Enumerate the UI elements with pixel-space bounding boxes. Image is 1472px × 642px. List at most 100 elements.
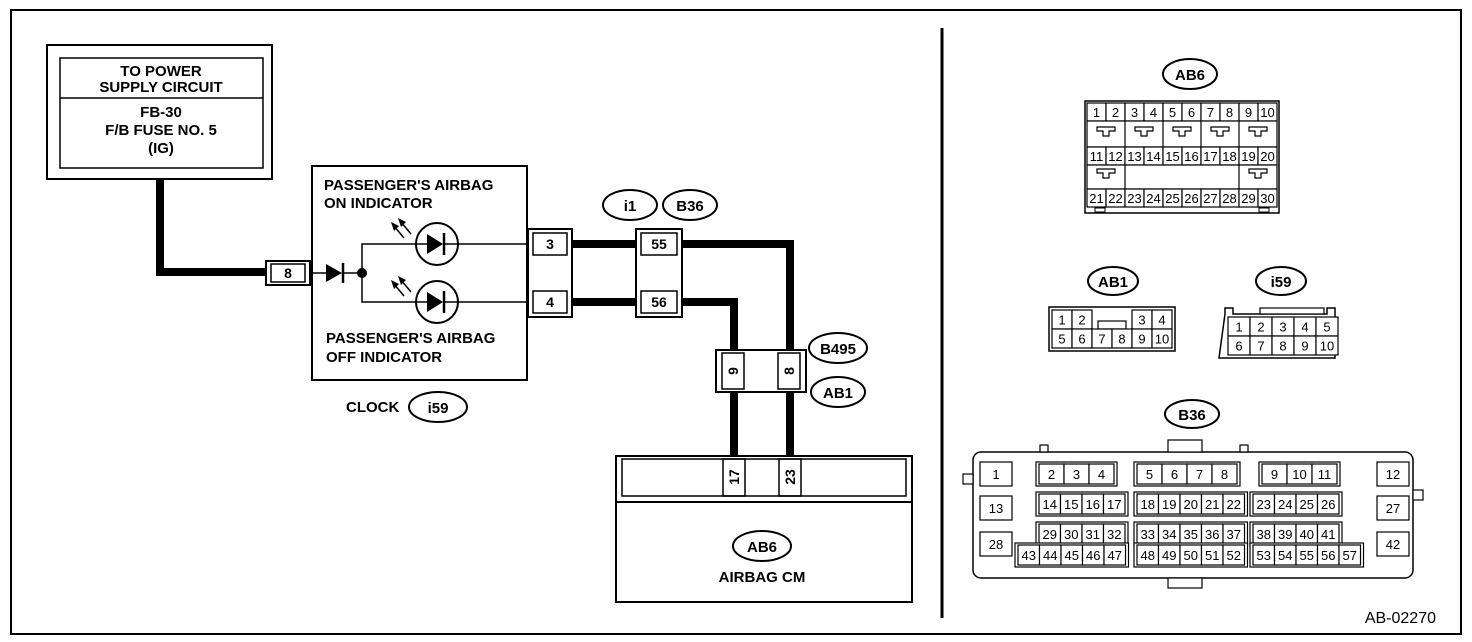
- b36-pin-27-cell: [1376, 495, 1410, 521]
- i59-pin-9-text: 9: [1301, 339, 1308, 354]
- b36-pin-22-text: 22: [1227, 497, 1241, 512]
- ab6-pin-30-cell: [1257, 188, 1278, 208]
- latch-icon: [1134, 126, 1154, 137]
- power-title-line2: SUPPLY CIRCUIT: [99, 79, 222, 96]
- ab6-pin-22-text: 22: [1108, 191, 1122, 206]
- b36-pin-1-cell: [979, 461, 1013, 487]
- i59-face-badge: [1255, 266, 1307, 296]
- b36-pin-3-text: 3: [1073, 467, 1080, 482]
- ab6-pin-1-text: 1: [1093, 105, 1100, 120]
- b36-pin-45-text: 45: [1065, 548, 1079, 563]
- b36-pin-47-text: 47: [1108, 548, 1122, 563]
- i59-pin-7-text: 7: [1257, 339, 1264, 354]
- b36-pin-43-text: 43: [1022, 548, 1036, 563]
- b36-pin-11-cell: [1311, 463, 1338, 485]
- power-title-line1: TO POWER: [120, 63, 202, 80]
- b36-pin-22-cell: [1222, 493, 1246, 515]
- b36-pin-20-text: 20: [1184, 497, 1198, 512]
- ab1-pin-4-text: 4: [1158, 313, 1165, 328]
- ab6-face-badge: [1162, 58, 1218, 90]
- b36-pin-44-text: 44: [1043, 548, 1057, 563]
- b36-connector-badge: [662, 189, 718, 221]
- b36-pin-42-cell: [1376, 531, 1410, 557]
- b36-pin-40-text: 40: [1300, 527, 1314, 542]
- latch-icon: [1248, 126, 1268, 137]
- b36-pin-46-text: 46: [1086, 548, 1100, 563]
- ab6-pin-21-text: 21: [1089, 191, 1103, 206]
- b36-pin-57-text: 57: [1343, 548, 1357, 563]
- b36-pin-56-text: 56: [1321, 548, 1335, 563]
- airbag-cm-label: AIRBAG CM: [719, 569, 806, 586]
- i59-pin-2-text: 2: [1257, 320, 1264, 335]
- fuse-label-line3: (IG): [148, 140, 174, 157]
- b36-pin-24-text: 24: [1278, 497, 1292, 512]
- b36-pin-7-text: 7: [1196, 467, 1203, 482]
- ab6-pin-16-text: 16: [1184, 149, 1198, 164]
- b36-pin-15-text: 15: [1064, 497, 1078, 512]
- b36-pin-4-text: 4: [1098, 467, 1105, 482]
- i1-b36-connector: [635, 228, 683, 318]
- ab6-connector-badge: [732, 530, 792, 562]
- ab6-pin-4-text: 4: [1150, 105, 1157, 120]
- b36-pin-2-text: 2: [1048, 467, 1055, 482]
- b36-pin-12-cell: [1376, 461, 1410, 487]
- outer-frame: [10, 9, 1462, 635]
- b36-pin-28-text: 28: [989, 537, 1003, 552]
- ab6-pin-20-text: 20: [1260, 149, 1274, 164]
- off-indicator-label-line1: PASSENGER'S AIRBAG: [326, 330, 495, 347]
- b36-pin-53-text: 53: [1257, 548, 1271, 563]
- pin-8-label: 8: [284, 265, 292, 281]
- i59-pin-10-text: 10: [1320, 339, 1334, 354]
- i59-pin-6-text: 6: [1235, 339, 1242, 354]
- ab6-pin-15-text: 15: [1165, 149, 1179, 164]
- clock-label: CLOCK: [346, 399, 399, 416]
- ab6-pin-6-text: 6: [1188, 105, 1195, 120]
- b36-pin-31-text: 31: [1086, 527, 1100, 542]
- pin-9-label: 9: [725, 367, 741, 375]
- power-supply-box: TO POWER SUPPLY CIRCUIT FB-30 F/B FUSE N…: [46, 44, 273, 180]
- input-diode-icon: [326, 264, 342, 282]
- b36-pin-10-text: 10: [1292, 467, 1306, 482]
- off-led-icon: [391, 276, 459, 324]
- figure-id: AB-02270: [1365, 610, 1436, 627]
- b36-pin-9-text: 9: [1271, 467, 1278, 482]
- indicator-output-connector: [527, 228, 573, 318]
- ab1-pin-9-text: 9: [1138, 332, 1145, 347]
- ab6-pin-5-text: 5: [1169, 105, 1176, 120]
- b36-pin-52-text: 52: [1227, 548, 1241, 563]
- airbag-cm-unit: [615, 455, 913, 603]
- b36-pin-38-text: 38: [1257, 527, 1271, 542]
- ab6-pin-25-text: 25: [1165, 191, 1179, 206]
- b36-pin-30-text: 30: [1064, 527, 1078, 542]
- b36-pin-33-text: 33: [1141, 527, 1155, 542]
- pin-8b-label: 8: [781, 367, 797, 375]
- off-indicator-label-line2: OFF INDICATOR: [326, 349, 442, 366]
- i59-pin-3-text: 3: [1279, 320, 1286, 335]
- b36-pin-12-text: 12: [1386, 467, 1400, 482]
- clock-connector-badge: [408, 391, 468, 423]
- pin-55-label: 55: [651, 236, 667, 252]
- on-led-icon: [391, 218, 459, 266]
- ab6-pin-2-text: 2: [1112, 105, 1119, 120]
- b36-pin-35-text: 35: [1184, 527, 1198, 542]
- b36-pin-17-text: 17: [1107, 497, 1121, 512]
- i1-connector-text: i1: [624, 198, 637, 215]
- ab6-pin-14-text: 14: [1146, 149, 1160, 164]
- b36-pin-28-cell: [979, 531, 1013, 557]
- b36-pin-19-text: 19: [1162, 497, 1176, 512]
- wire-56-b495: [682, 298, 738, 352]
- b495-connector-badge: [808, 332, 868, 364]
- b36-pin-42-text: 42: [1386, 537, 1400, 552]
- b36-pin-16-text: 16: [1086, 497, 1100, 512]
- b36-pin-18-text: 18: [1141, 497, 1155, 512]
- b36-pin-21-text: 21: [1205, 497, 1219, 512]
- ab6-pin-12-text: 12: [1108, 149, 1122, 164]
- b36-pin-11-text: 11: [1318, 467, 1332, 482]
- i1-connector-badge: [602, 189, 658, 221]
- b36-pin-29-text: 29: [1043, 527, 1057, 542]
- b36-pin-8-text: 8: [1221, 467, 1228, 482]
- on-indicator-label-line1: PASSENGER'S AIRBAG: [324, 177, 493, 194]
- ab1-pin-6-text: 6: [1078, 332, 1085, 347]
- wire-55-b495: [682, 240, 794, 352]
- ab6-pin-23-text: 23: [1127, 191, 1141, 206]
